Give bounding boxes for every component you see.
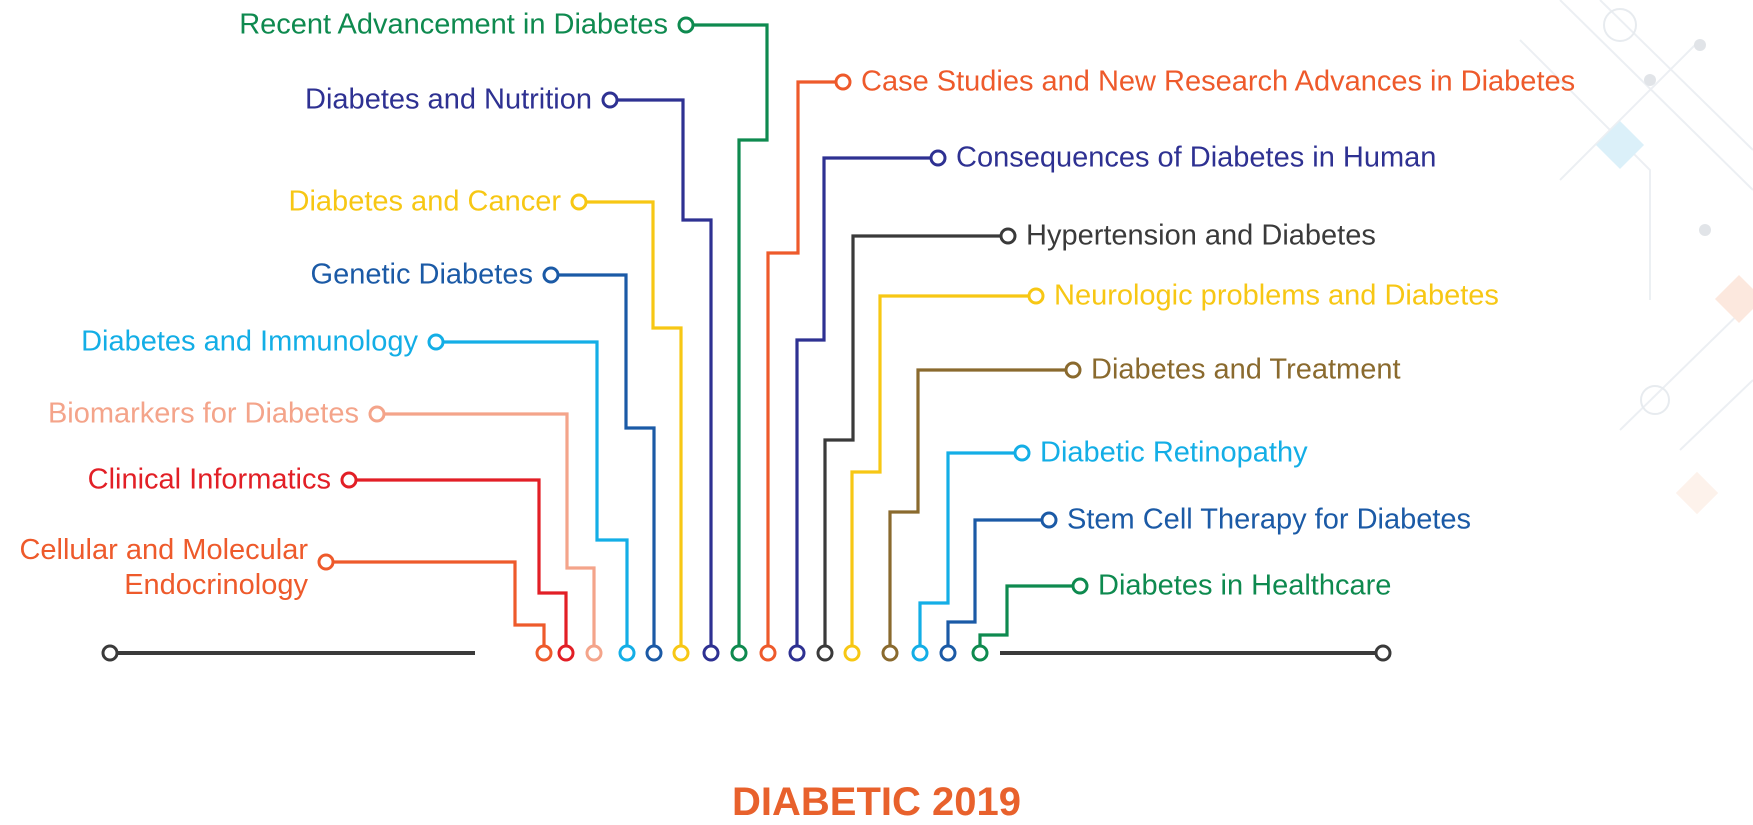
topic-connector — [939, 511, 1058, 662]
topic-label: Diabetes in Healthcare — [1098, 569, 1392, 602]
topic-label: Neurologic problems and Diabetes — [1054, 279, 1499, 312]
connector-line — [978, 584, 1080, 653]
baseline-node — [759, 644, 777, 662]
topic-connector — [843, 287, 1045, 662]
baseline-right-end-node — [1374, 644, 1392, 662]
baseline-node — [672, 644, 690, 662]
baseline-node — [702, 644, 720, 662]
topic-label: Biomarkers for Diabetes — [47, 397, 359, 430]
topic-connector — [788, 149, 947, 662]
connector-line — [349, 478, 568, 653]
event-title: DIABETIC 2019 — [732, 780, 1021, 824]
topic-connector — [340, 471, 575, 662]
connector-line — [610, 98, 713, 653]
topic-label: Diabetic Retinopathy — [1040, 436, 1308, 469]
baseline-node — [788, 644, 806, 662]
topic-connector — [427, 333, 636, 662]
baseline-node — [557, 644, 575, 662]
connector-line — [888, 368, 1073, 653]
topic-connector — [881, 361, 1082, 662]
topic-label: Diabetes and Immunology — [81, 325, 418, 358]
connector-line — [918, 451, 1022, 653]
topic-connector — [601, 91, 720, 662]
topic-connector — [368, 405, 603, 662]
connector-line — [377, 412, 596, 653]
connector-line — [326, 560, 546, 653]
baseline-node — [939, 644, 957, 662]
topic-end-node — [368, 405, 386, 423]
topic-label: Consequences of Diabetes in Human — [956, 141, 1437, 174]
topic-connector — [971, 577, 1089, 662]
topic-label: Clinical Informatics — [87, 463, 331, 496]
topic-label: Diabetes and Treatment — [1091, 353, 1401, 386]
topic-end-node — [1027, 287, 1045, 305]
topic-connector — [542, 266, 663, 662]
connector-line — [579, 200, 683, 653]
connector-line — [946, 518, 1049, 653]
topic-end-node — [427, 333, 445, 351]
connector-line — [436, 340, 629, 653]
topic-connector — [677, 16, 769, 662]
topic-end-node — [999, 227, 1017, 245]
baseline-node — [535, 644, 553, 662]
topic-end-node — [1040, 511, 1058, 529]
topic-connector — [911, 444, 1031, 662]
baseline-node — [730, 644, 748, 662]
topic-label: Diabetes and Cancer — [288, 185, 561, 218]
topic-end-node — [340, 471, 358, 489]
connector-line — [823, 234, 1008, 653]
connector-line — [686, 23, 769, 653]
baseline-node — [585, 644, 603, 662]
topic-end-node — [542, 266, 560, 284]
topic-label: Recent Advancement in Diabetes — [239, 8, 668, 41]
baseline-node — [816, 644, 834, 662]
topic-end-node — [834, 73, 852, 91]
topic-end-node — [1071, 577, 1089, 595]
baseline-node — [843, 644, 861, 662]
topic-connector — [317, 553, 553, 662]
topic-end-node — [929, 149, 947, 167]
topic-end-node — [570, 193, 588, 211]
connector-line — [766, 80, 843, 653]
baseline-node — [881, 644, 899, 662]
topic-end-node — [1064, 361, 1082, 379]
topic-label: Case Studies and New Research Advances i… — [861, 65, 1576, 98]
topic-label: Hypertension and Diabetes — [1026, 219, 1376, 252]
baseline-node — [971, 644, 989, 662]
topic-connector — [570, 193, 690, 662]
topic-end-node — [1013, 444, 1031, 462]
baseline-node — [645, 644, 663, 662]
topic-label: Stem Cell Therapy for Diabetes — [1067, 503, 1472, 536]
topic-label: Diabetes and Nutrition — [305, 83, 592, 116]
topic-end-node — [317, 553, 335, 571]
topic-end-node — [601, 91, 619, 109]
connector-line — [551, 273, 656, 653]
topic-end-node — [677, 16, 695, 34]
baseline-node — [618, 644, 636, 662]
topic-connector — [816, 227, 1017, 662]
connector-line — [795, 156, 938, 653]
baseline-left-end-node — [101, 644, 119, 662]
topic-label: Genetic Diabetes — [310, 258, 533, 291]
topic-connector — [759, 73, 852, 662]
connector-line — [850, 294, 1036, 653]
baseline-node — [911, 644, 929, 662]
